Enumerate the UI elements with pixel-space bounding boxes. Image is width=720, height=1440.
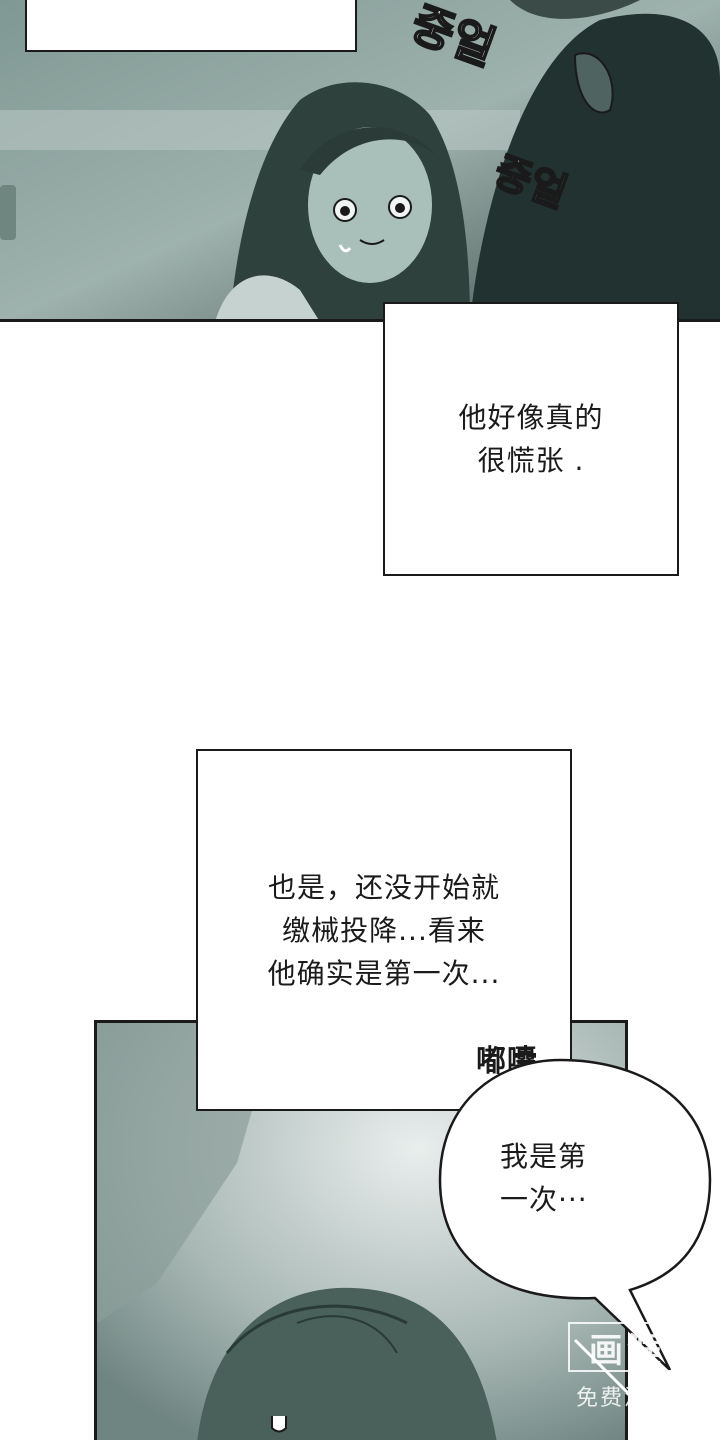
watermark-subtext: 免费漫画 <box>576 1386 673 1411</box>
speech-bubble-text: 我是第 一次··· <box>500 1140 588 1216</box>
comic-panel-top: 중얼 중얼 <box>0 0 720 322</box>
watermark-logo: 画涯 <box>568 1322 686 1372</box>
narration-text-1: 他好像真的 很慌张 . <box>458 401 604 477</box>
speech-bubble-shape <box>438 1058 712 1440</box>
watermark-logo-text: 画涯 <box>589 1330 665 1371</box>
narration-box-1: 他好像真的 很慌张 . <box>383 302 679 576</box>
narration-box-2: 也是，还没开始就 缴械投降...看来 他确实是第一次... <box>196 749 572 1111</box>
speech-box-fragment <box>25 0 357 52</box>
narration-text-2: 也是，还没开始就 缴械投降...看来 他确实是第一次... <box>267 870 501 990</box>
panel-top-art <box>0 0 720 319</box>
